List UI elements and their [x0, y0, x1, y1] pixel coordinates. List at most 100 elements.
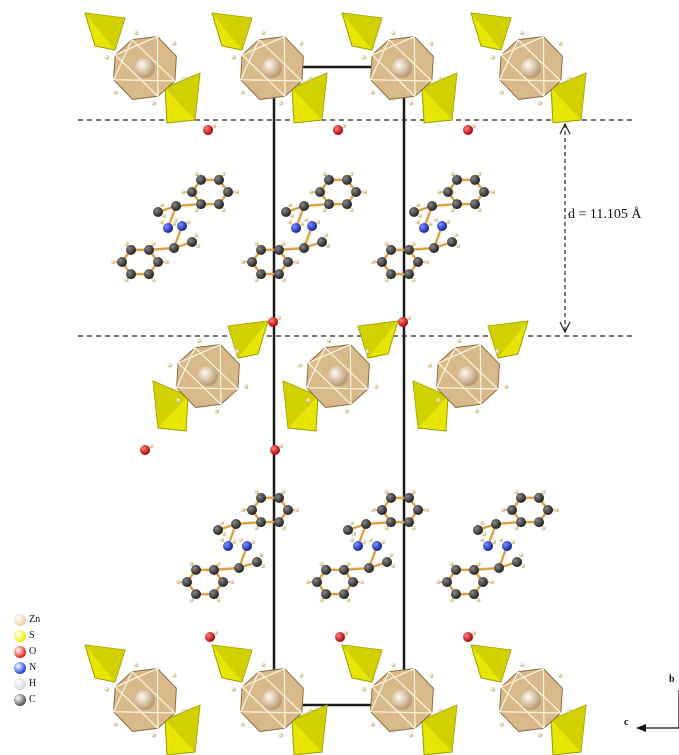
carbon-atom	[191, 564, 201, 575]
zinc-atom	[198, 366, 218, 386]
organic-cation	[473, 489, 559, 551]
carbon-atom	[386, 492, 396, 503]
carbon-atom	[386, 269, 396, 280]
zn-coordination-unit	[84, 12, 201, 124]
zinc-atom	[328, 366, 348, 386]
carbon-atom	[315, 187, 325, 197]
carbon-atom	[234, 563, 244, 573]
carbon-atom	[209, 564, 219, 575]
legend-label: C	[29, 694, 36, 705]
carbon-atom	[182, 577, 192, 587]
axis-c-label: c	[624, 717, 629, 728]
legend-item-s: S	[14, 628, 74, 644]
carbon-atom	[214, 174, 224, 185]
carbon-atom	[427, 201, 437, 211]
o-atom-icon	[14, 646, 26, 658]
nitrogen-atom	[353, 541, 363, 551]
carbon-atom	[443, 187, 453, 197]
zn-coordination-unit	[211, 12, 328, 124]
carbon-atom	[117, 257, 127, 267]
carbon-atom	[447, 237, 457, 247]
zinc-atom	[458, 366, 478, 386]
h-atom-icon	[14, 678, 26, 690]
carbon-atom	[169, 243, 179, 253]
carbon-atom	[187, 237, 197, 247]
oxygen-atom	[140, 445, 150, 455]
carbon-atom	[377, 505, 387, 515]
carbon-atom	[516, 517, 526, 528]
carbon-atom	[404, 517, 414, 528]
legend-label: H	[29, 678, 37, 689]
zinc-atom	[521, 58, 541, 78]
carbon-atom	[452, 199, 462, 210]
carbon-atom	[196, 199, 206, 210]
oxygen-atom	[268, 317, 278, 327]
organic-cation	[153, 171, 239, 233]
oxygen-atom	[335, 632, 345, 642]
carbon-atom	[256, 269, 266, 280]
carbon-atom	[274, 244, 284, 255]
carbon-atom	[342, 174, 352, 185]
carbon-atom	[470, 174, 480, 185]
interlayer-distance-label: d = 11.105 Å	[568, 207, 642, 222]
zn-coordination-unit	[341, 12, 458, 124]
nitrogen-atom	[223, 541, 233, 551]
zn-coordination-unit	[152, 320, 269, 432]
carbon-atom	[317, 237, 327, 247]
carbon-atom	[348, 577, 358, 587]
nitrogen-atom	[291, 223, 301, 233]
zinc-atom	[135, 58, 155, 78]
carbon-atom	[339, 564, 349, 575]
carbon-atom	[218, 577, 228, 587]
carbon-atom	[256, 244, 266, 255]
carbon-atom	[274, 269, 284, 280]
carbon-atom	[473, 525, 483, 535]
carbon-atom	[382, 557, 392, 567]
oxygen-atom	[463, 125, 473, 135]
zn-coordination-unit	[412, 320, 529, 432]
carbon-atom	[214, 199, 224, 210]
organic-cation	[436, 538, 525, 603]
zn-coordination-unit	[211, 644, 328, 755]
zinc-atom	[262, 58, 282, 78]
nitrogen-atom	[163, 223, 173, 233]
zinc-atom	[262, 690, 282, 710]
carbon-atom	[213, 525, 223, 535]
carbon-atom	[209, 589, 219, 600]
carbon-atom	[491, 519, 501, 529]
carbon-atom	[231, 519, 241, 529]
carbon-atom	[283, 257, 293, 267]
zinc-atom	[521, 690, 541, 710]
carbon-atom	[361, 519, 371, 529]
axis-b-label: b	[669, 674, 675, 685]
carbon-atom	[144, 244, 154, 255]
zinc-polyhedra	[84, 12, 587, 755]
carbon-atom	[312, 577, 322, 587]
organic-cation	[343, 489, 429, 551]
zn-coordination-unit	[341, 644, 458, 755]
organic-cation	[111, 218, 200, 283]
carbon-atom	[429, 243, 439, 253]
carbon-atom	[321, 589, 331, 600]
carbon-atom	[171, 201, 181, 211]
carbon-atom	[469, 564, 479, 575]
carbon-atom	[469, 589, 479, 600]
carbon-atom	[470, 199, 480, 210]
organic-cation	[281, 171, 367, 233]
carbon-atom	[126, 269, 136, 280]
carbon-atom	[451, 564, 461, 575]
element-legend: Zn S O N H C	[14, 612, 74, 708]
carbon-atom	[144, 269, 154, 280]
carbon-atom	[343, 525, 353, 535]
carbon-atom	[534, 517, 544, 528]
axis-indicator	[636, 690, 679, 732]
carbon-atom	[247, 257, 257, 267]
oxygen-atom	[333, 125, 343, 135]
carbon-atom	[321, 564, 331, 575]
c-atom-icon	[14, 694, 26, 706]
carbon-atom	[299, 243, 309, 253]
oxygen-atom	[463, 632, 473, 642]
carbon-atom	[281, 207, 291, 217]
carbon-atom	[409, 207, 419, 217]
carbon-atom	[534, 492, 544, 503]
